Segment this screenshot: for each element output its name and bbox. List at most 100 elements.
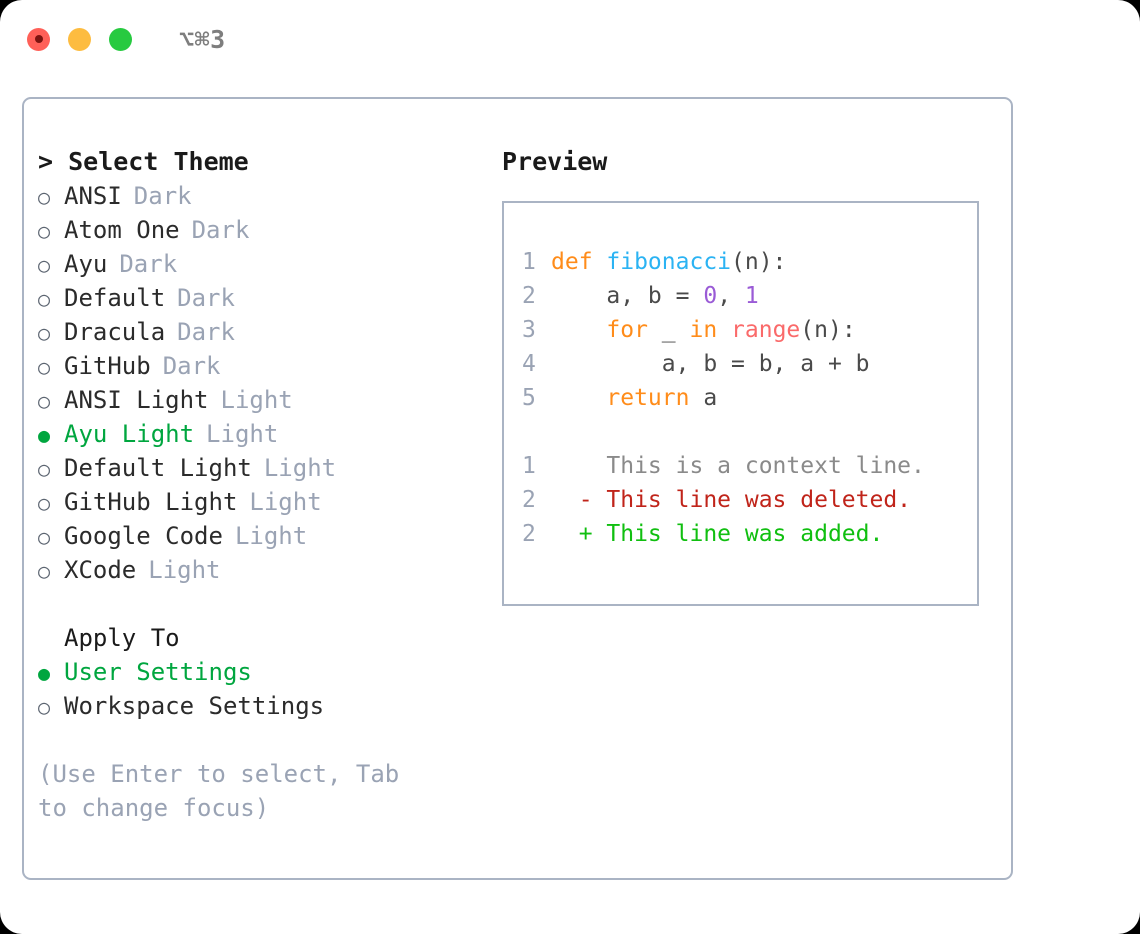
apply-to-option[interactable]: ● User Settings [38,655,478,689]
code-line: 1 def fibonacci(n): [522,245,969,279]
theme-option-label: Dracula [64,318,166,346]
line-number: 4 [522,351,536,377]
apply-to-option[interactable]: ○ Workspace Settings [38,689,478,723]
code-token [551,317,606,343]
code-token: for [606,317,648,343]
theme-option[interactable]: ○ XCode Light [38,553,478,587]
select-theme-heading: > Select Theme [38,147,249,176]
close-button[interactable] [27,27,50,51]
code-token: (n): [731,249,787,275]
theme-variant-badge: Light [148,556,221,584]
radio-unselected-icon: ○ [38,389,51,413]
line-number: 2 [522,283,536,309]
theme-variant-badge: Light [263,454,337,482]
code-token: fibonacci [606,249,732,275]
diff-line-text: This is a context line. [592,453,925,479]
theme-variant-badge: Dark [191,216,250,244]
theme-option-label: Ayu [64,250,108,278]
theme-variant-badge: Light [249,488,322,516]
theme-option[interactable]: ○ GitHub Light Light [38,485,478,519]
code-line: 5 return a [522,381,969,415]
theme-variant-badge: Dark [177,318,235,346]
diff-marker: - [551,487,593,513]
theme-variant-badge: Dark [177,284,235,312]
radio-selected-icon: ● [38,423,51,447]
diff-line: 2 + This line was added. [522,517,969,551]
line-number: 1 [522,453,536,479]
diff-line: 1 This is a context line. [522,449,969,483]
diff-line: 2 - This line was deleted. [522,483,969,517]
theme-variant-badge: Light [220,386,293,414]
code-line: 3 for _ in range(n): [522,313,969,347]
code-line-text: return a [551,381,717,415]
radio-unselected-icon: ○ [38,491,51,515]
line-number: 3 [522,317,536,343]
minimize-button[interactable] [68,27,91,51]
code-line-text: for _ in range(n): [551,313,855,347]
diff-marker: + [551,521,593,547]
theme-option-label: GitHub Light [64,488,238,516]
radio-unselected-icon: ○ [38,321,51,345]
theme-option-label: Default [64,284,166,312]
code-token: return [606,385,690,411]
code-token: 1 [744,283,759,309]
line-number: 2 [522,521,536,547]
radio-unselected-icon: ○ [38,287,51,311]
preview-heading: Preview [502,147,608,176]
code-token: a [689,385,718,411]
code-diff-spacer [522,415,969,449]
theme-option[interactable]: ○ Dracula Dark [38,315,478,349]
code-token: _ [647,317,690,343]
theme-option-label: ANSI Light [64,386,209,414]
radio-unselected-icon: ○ [38,559,51,583]
diff-marker [551,449,593,483]
radio-unselected-icon: ○ [38,525,51,549]
radio-unselected-icon: ○ [38,457,51,481]
code-token: , [717,283,745,309]
line-number: 1 [522,249,536,275]
window-controls [27,27,132,51]
code-token: a, b = b, a + b [551,351,870,377]
line-number: 5 [522,385,536,411]
diff-line-text: This line was added. [592,521,884,547]
maximize-button[interactable] [109,27,132,51]
code-line-text: def fibonacci(n): [551,245,786,279]
theme-option[interactable]: ○ Default Dark [38,281,478,315]
radio-unselected-icon: ○ [38,355,51,379]
apply-to-option-label: User Settings [64,658,252,686]
section-spacer [38,587,478,621]
code-token: a, b = [551,283,704,309]
theme-option[interactable]: ○ Google Code Light [38,519,478,553]
line-number: 2 [522,487,536,513]
code-line: 4 a, b = b, a + b [522,347,969,381]
code-token [551,385,606,411]
theme-variant-badge: Dark [162,352,221,380]
theme-option-label: XCode [64,556,137,584]
radio-selected-icon: ● [38,661,51,685]
theme-option-label: Google Code [64,522,223,550]
code-token: in [689,317,718,343]
radio-unselected-icon: ○ [38,695,51,719]
apply-to-option-label: Workspace Settings [64,692,325,720]
code-token [717,317,731,343]
theme-option[interactable]: ● Ayu Light Light [38,417,478,451]
theme-option-label: Ayu Light [64,420,195,448]
theme-option[interactable]: ○ ANSI Light Light [38,383,478,417]
theme-variant-badge: Light [234,522,308,550]
theme-option-label: Atom One [64,216,180,244]
apply-to-heading: Apply To [64,624,180,652]
theme-variant-badge: Light [206,420,279,448]
